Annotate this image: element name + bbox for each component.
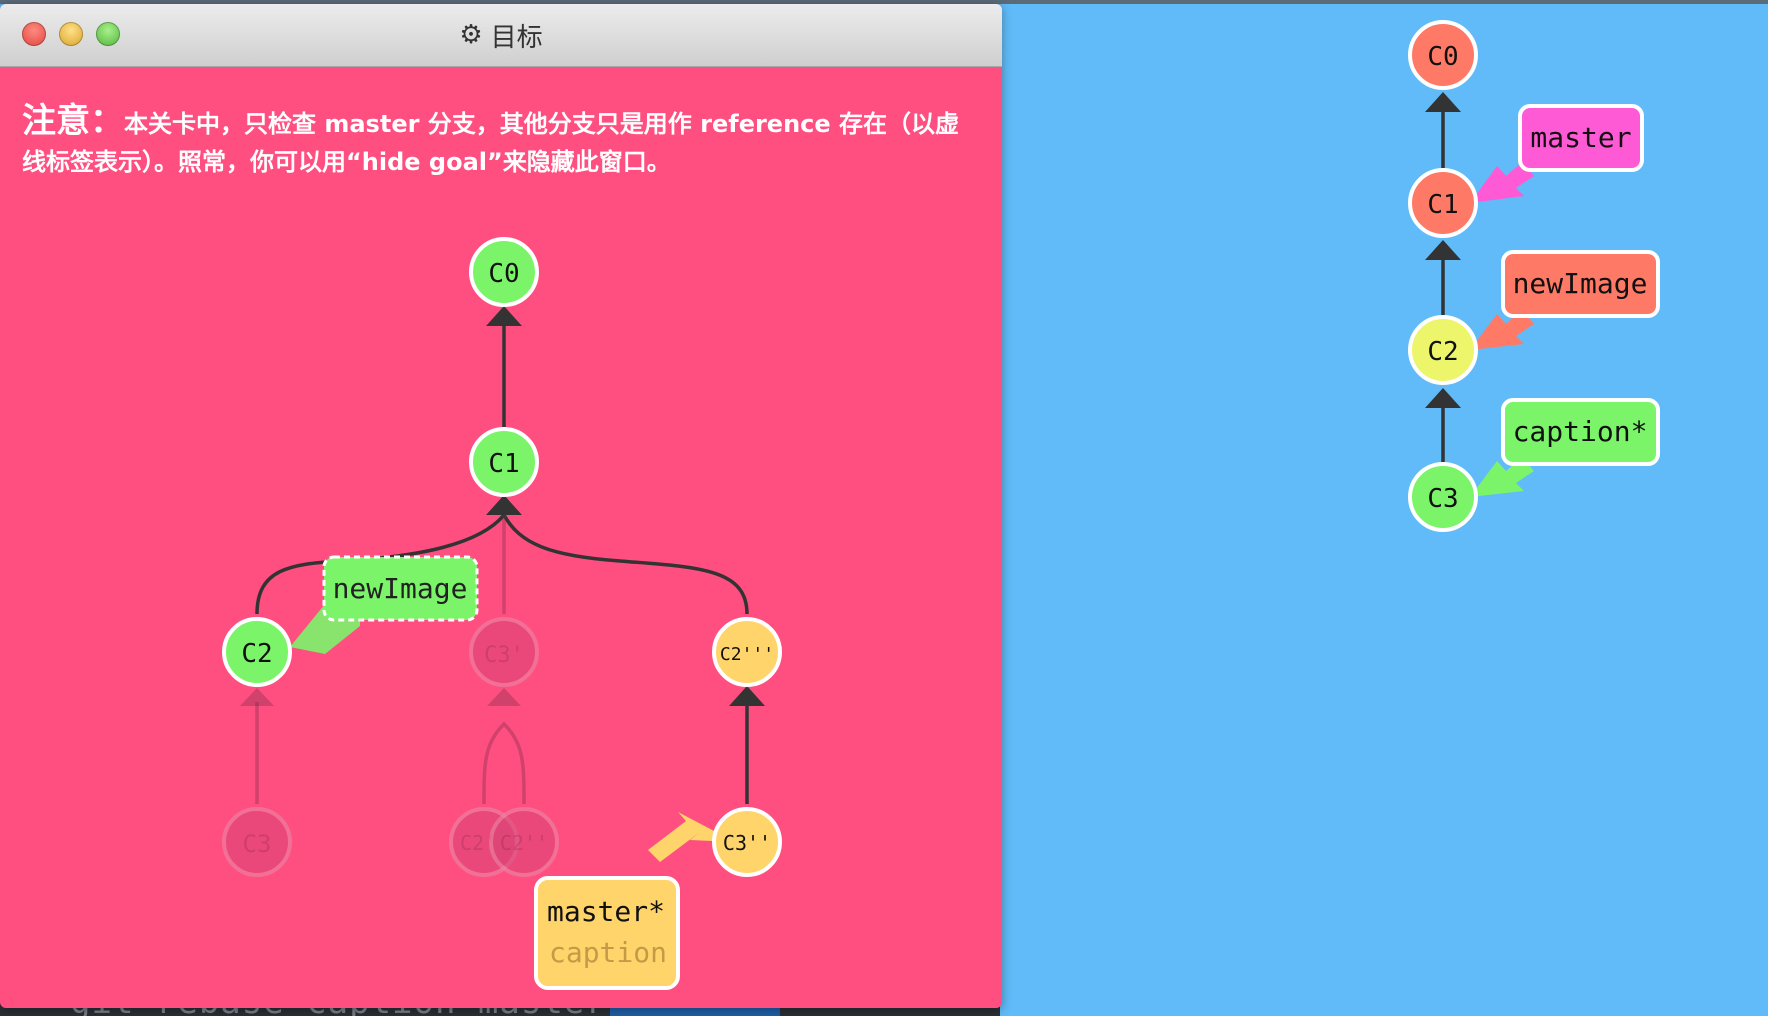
master-arrow <box>648 812 735 862</box>
branch-master-caption[interactable]: master* caption <box>534 876 680 990</box>
arrowhead-c3p-faded <box>487 688 521 706</box>
current-branch-newimage-label: newImage <box>1513 267 1648 300</box>
commit-c3-double-prime-label: C3'' <box>723 831 771 855</box>
current-commit-c3[interactable]: C3 <box>1408 462 1478 532</box>
commit-c2-double-prime[interactable]: C2'' <box>489 807 559 877</box>
commit-c2-label: C2 <box>241 639 272 669</box>
current-newimage-arrow <box>1470 310 1534 350</box>
arrowhead-c2-faded <box>240 688 274 706</box>
commit-c0[interactable]: C0 <box>469 237 539 307</box>
current-branch-master[interactable]: master <box>1518 104 1644 172</box>
current-commit-c3-label: C3 <box>1427 484 1458 514</box>
window-titlebar[interactable]: ⚙ 目标 <box>0 4 1002 67</box>
current-branch-newimage[interactable]: newImage <box>1501 250 1660 318</box>
current-commit-c2-label: C2 <box>1427 337 1458 367</box>
branch-caption-label: caption <box>549 936 667 969</box>
notice-body: 本关卡中，只检查 master 分支，其他分支只是用作 reference 存在… <box>22 110 960 176</box>
goal-tree-diagram: C0 C1 C2 C3' C2''' C3 C2' C2'' <box>222 237 782 990</box>
branch-master-label: master* <box>547 895 665 928</box>
commit-c3-prime-label: C3' <box>484 643 524 668</box>
commit-c3-label: C3 <box>243 830 272 858</box>
current-commit-c2[interactable]: C2 <box>1408 315 1478 385</box>
notice-label: 注意： <box>22 101 124 141</box>
branch-newimage[interactable]: newImage <box>322 555 479 622</box>
commit-c0-label: C0 <box>488 259 519 289</box>
current-branch-master-label: master <box>1530 121 1631 154</box>
current-commit-c0[interactable]: C0 <box>1408 20 1478 90</box>
commit-c3-prime[interactable]: C3' <box>469 617 539 687</box>
top-edge <box>0 0 1768 4</box>
commit-c3-double-prime[interactable]: C3'' <box>712 807 782 877</box>
edge-c2p-c3p <box>482 721 526 805</box>
gear-icon: ⚙ <box>459 20 483 50</box>
current-arrowhead-c2 <box>1425 388 1461 408</box>
current-master-arrow <box>1470 162 1534 203</box>
current-arrowhead-c0 <box>1425 92 1461 112</box>
commit-c2-triple-prime-label: C2''' <box>720 644 774 665</box>
commit-c1[interactable]: C1 <box>469 427 539 497</box>
current-branch-caption-label: caption* <box>1513 415 1648 448</box>
arrowhead-c0 <box>486 306 522 326</box>
current-caption-arrow <box>1470 457 1534 497</box>
close-button[interactable] <box>22 22 46 46</box>
arrowhead-c2ppp <box>729 686 765 706</box>
branch-newimage-label: newImage <box>333 572 468 605</box>
current-arrowhead-c1 <box>1425 240 1461 260</box>
zoom-button[interactable] <box>96 22 120 46</box>
commit-c1-label: C1 <box>488 449 519 479</box>
goal-window[interactable]: ⚙ 目标 注意：本关卡中，只检查 master 分支，其他分支只是用作 refe… <box>0 4 1002 1008</box>
arrowhead-c1 <box>486 495 522 515</box>
notice-text: 注意：本关卡中，只检查 master 分支，其他分支只是用作 reference… <box>22 102 982 181</box>
commit-c2[interactable]: C2 <box>222 617 292 687</box>
current-branch-caption[interactable]: caption* <box>1501 398 1660 466</box>
window-title: 目标 <box>490 22 543 53</box>
current-commit-c1[interactable]: C1 <box>1408 168 1478 238</box>
current-commit-c1-label: C1 <box>1427 190 1458 220</box>
commit-c2-double-prime-label: C2'' <box>500 831 548 855</box>
window-title-wrap: ⚙ 目标 <box>0 4 1002 66</box>
commit-c2-triple-prime[interactable]: C2''' <box>712 617 782 687</box>
current-commit-c0-label: C0 <box>1427 42 1458 72</box>
minimize-button[interactable] <box>59 22 83 46</box>
commit-c3[interactable]: C3 <box>222 807 292 877</box>
edge-c2ppp-c1 <box>502 514 749 615</box>
